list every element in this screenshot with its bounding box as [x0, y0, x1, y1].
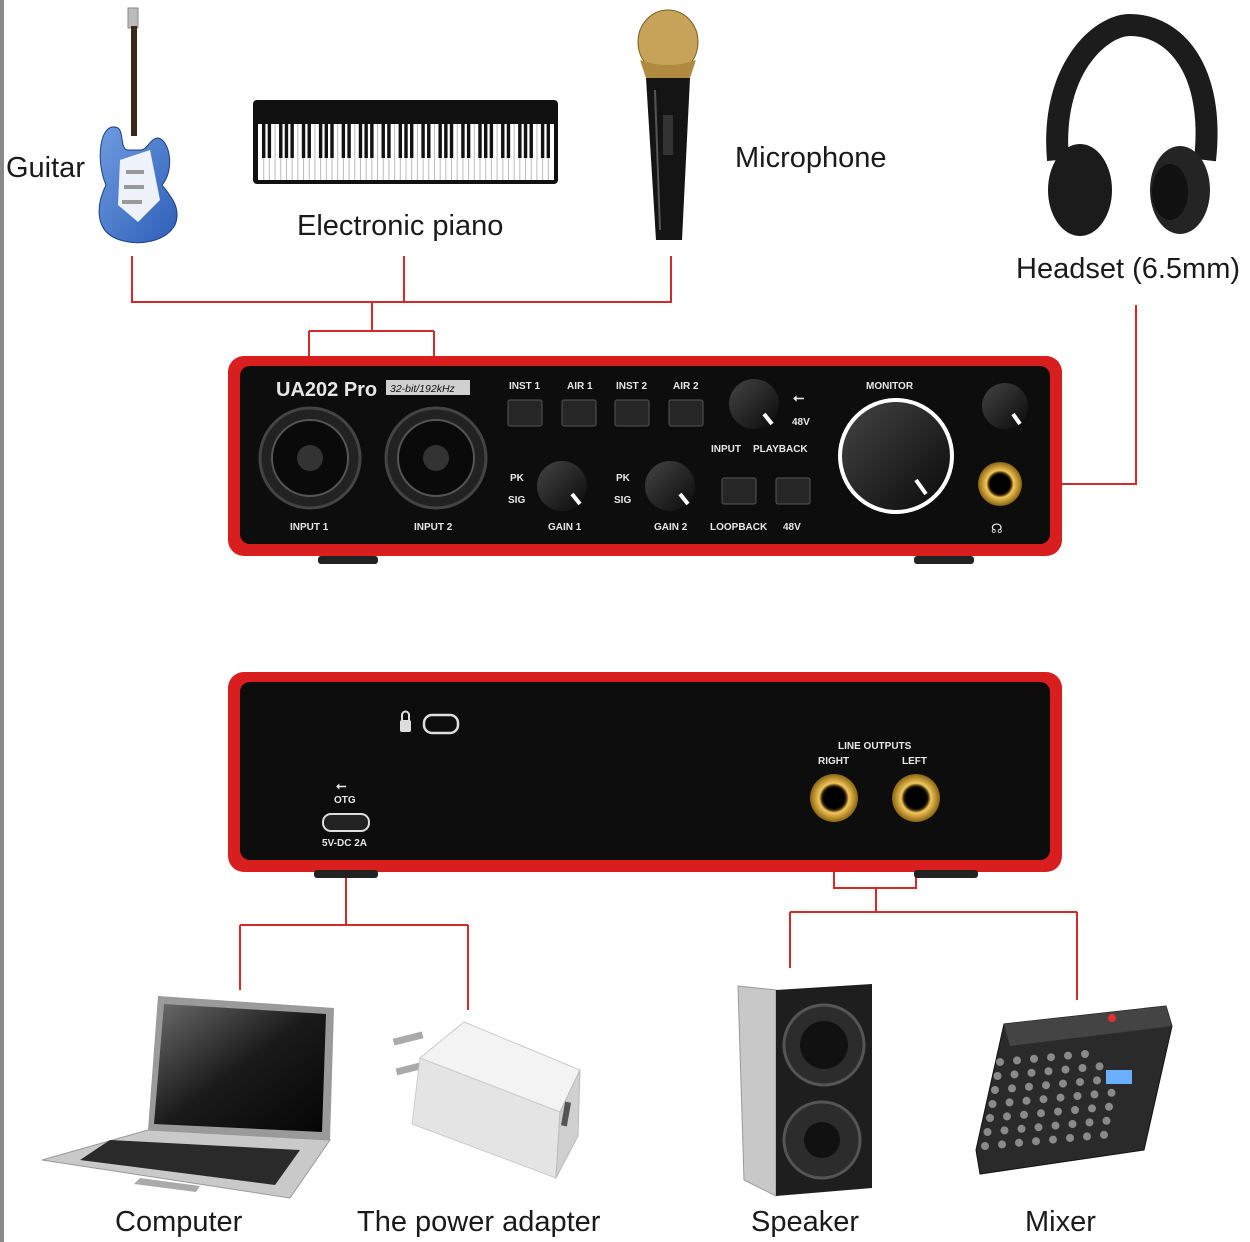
monitor-knob[interactable]: [838, 398, 954, 514]
headphone-jack[interactable]: [978, 462, 1022, 506]
mixer-label: Mixer: [1025, 1206, 1096, 1239]
air2-button[interactable]: [669, 400, 703, 426]
gain2-knob[interactable]: [645, 461, 695, 511]
guitar-label: Guitar: [6, 152, 85, 185]
pk1-label: PK: [510, 473, 525, 484]
headset-label: Headset (6.5mm): [1016, 253, 1240, 286]
laptop-icon: [42, 996, 334, 1198]
guitar-icon: [99, 8, 177, 243]
48v-top-label: 48V: [792, 417, 810, 428]
playback-label: PLAYBACK: [753, 444, 808, 455]
inst2-button[interactable]: [615, 400, 649, 426]
input-label: INPUT: [711, 444, 741, 455]
piano-icon: [253, 100, 558, 184]
power-label: 5V-DC 2A: [322, 838, 367, 849]
sig1-label: SIG: [508, 495, 525, 506]
top-input-bus-line: [132, 256, 671, 302]
usb-c-port[interactable]: [323, 814, 369, 831]
speaker-label: Speaker: [751, 1206, 859, 1239]
monitor-label: MONITOR: [866, 381, 914, 392]
adapter-label: The power adapter: [357, 1206, 600, 1239]
gain2-label: GAIN 2: [654, 522, 688, 533]
piano-label: Electronic piano: [297, 210, 503, 243]
usb-down-line: [240, 858, 468, 1010]
right-label: RIGHT: [818, 756, 849, 767]
headphone-symbol-icon: ☊: [991, 521, 1003, 536]
gain1-knob[interactable]: [537, 461, 587, 511]
loopback-label: LOOPBACK: [710, 522, 768, 533]
input1-label: INPUT 1: [290, 522, 329, 533]
input1-jack[interactable]: [260, 408, 360, 508]
right-output-jack[interactable]: [810, 774, 858, 822]
power-adapter-icon: [393, 1022, 580, 1178]
lock-slot[interactable]: [424, 715, 458, 733]
computer-label: Computer: [115, 1206, 242, 1239]
inst1-button[interactable]: [508, 400, 542, 426]
48v-label: 48V: [783, 522, 801, 533]
headphones-icon: [1048, 25, 1210, 236]
48v-button[interactable]: [776, 478, 810, 504]
sig2-label: SIG: [614, 495, 631, 506]
mixer-icon: [976, 1006, 1172, 1174]
rear-panel: ⭠ OTG 5V-DC 2A LINE OUTPUTS RIGHT LEFT: [228, 672, 1062, 878]
input2-label: INPUT 2: [414, 522, 453, 533]
usb-icon-front: ⭠: [793, 389, 804, 405]
otg-label: OTG: [334, 795, 356, 806]
left-output-jack[interactable]: [892, 774, 940, 822]
loopback-button[interactable]: [722, 478, 756, 504]
spec-label: 32-bit/192kHz: [390, 383, 456, 395]
inst1-label: INST 1: [509, 381, 541, 392]
headphone-volume-knob[interactable]: [982, 383, 1028, 429]
input2-jack[interactable]: [386, 408, 486, 508]
pk2-label: PK: [616, 473, 631, 484]
usb-icon-rear: ⭠: [336, 778, 347, 793]
front-panel: UA202 Pro 32-bit/192kHz INPUT 1 INPUT 2 …: [228, 356, 1062, 564]
input-playback-knob[interactable]: [729, 379, 779, 429]
air1-label: AIR 1: [567, 381, 593, 392]
air2-label: AIR 2: [673, 381, 699, 392]
speaker-icon: [738, 984, 872, 1196]
inst2-label: INST 2: [616, 381, 648, 392]
microphone-icon: [638, 10, 698, 240]
gain1-label: GAIN 1: [548, 522, 582, 533]
brand-label: UA202 Pro: [276, 379, 377, 401]
left-label: LEFT: [902, 756, 927, 767]
microphone-label: Microphone: [735, 142, 887, 175]
air1-button[interactable]: [562, 400, 596, 426]
line-outputs-label: LINE OUTPUTS: [838, 741, 912, 752]
